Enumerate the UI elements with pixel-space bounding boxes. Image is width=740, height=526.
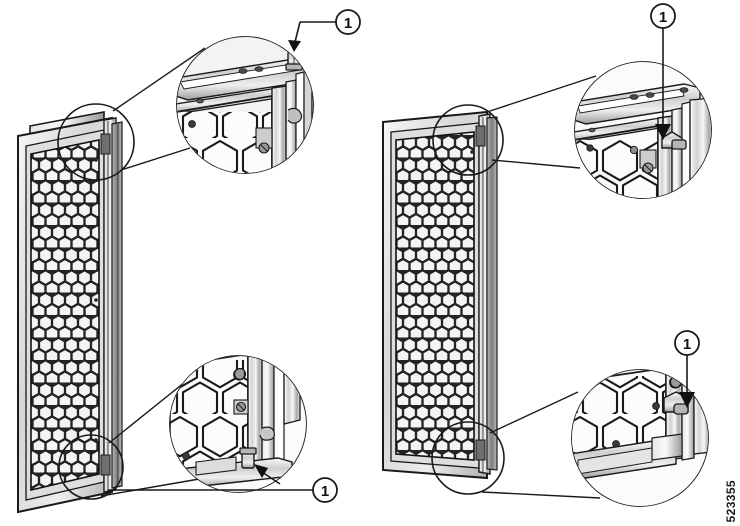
callout-bubble-bottom-left: 1: [312, 477, 338, 503]
left-panel-latch-tabs: [94, 133, 111, 476]
right-panel-mesh: [395, 131, 475, 461]
callout-leader-bottom-left: [108, 464, 313, 491]
callout-leader-bottom-right: [679, 355, 695, 408]
detail-circle-left-top: [176, 36, 314, 174]
arrowhead-top-right: [655, 124, 671, 140]
callout-bubble-top-right: 1: [650, 3, 676, 29]
left-panel-mesh: [30, 139, 100, 492]
figure-id-label: 523355: [724, 479, 738, 522]
right-top-leader-lines: [486, 75, 597, 169]
arrowhead-bottom-right: [679, 392, 695, 408]
left-top-leader-lines: [112, 47, 206, 171]
source-circle-left-bottom: [58, 434, 124, 500]
source-circle-right-top: [432, 104, 504, 176]
callout-label-bottom-left: 1: [321, 483, 329, 500]
latch-post-detail-left-bottom: [239, 447, 257, 469]
source-circle-right-bottom: [431, 421, 505, 495]
callout-leader-top-right: [655, 28, 671, 140]
right-view-panel-assembly: [382, 75, 601, 499]
right-panel-side-rails: [470, 113, 498, 475]
right-bottom-leader-lines: [481, 391, 601, 499]
left-view-panel-assembly: [17, 47, 206, 514]
callout-label-top-left: 1: [344, 15, 352, 32]
callout-label-bottom-right: 1: [683, 336, 691, 353]
latch-tab-detail-right-top: [661, 131, 687, 150]
arrowhead-top-left: [288, 40, 301, 52]
left-panel-hinge-rails: [103, 117, 123, 493]
callout-bubble-top-left: 1: [335, 9, 361, 35]
callout-label-top-right: 1: [659, 9, 667, 26]
detail-circle-right-top: [574, 61, 712, 199]
arrowhead-bottom-left: [254, 464, 268, 478]
source-circle-left-top: [57, 103, 135, 181]
callout-bubble-bottom-right: 1: [674, 330, 700, 356]
left-bottom-leader-lines: [100, 381, 206, 497]
callout-leader-top-left: [288, 21, 336, 52]
